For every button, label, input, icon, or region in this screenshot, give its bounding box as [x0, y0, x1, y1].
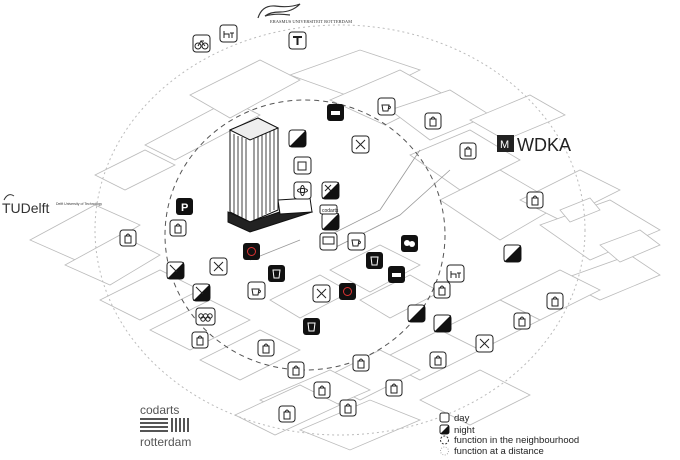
night-nightclub-icon: [321, 181, 340, 200]
shop-bag-icon: [429, 351, 447, 369]
night-club-icon: [388, 266, 405, 283]
shop-bag-icon: [191, 331, 209, 349]
legend-night-label: night: [454, 425, 475, 436]
shop-icons: [119, 112, 564, 423]
legend-night-swatch: [439, 424, 450, 435]
shop-bag-icon: [459, 142, 477, 160]
shop-bag-icon: [352, 354, 370, 372]
tudelft-logo: TUDelft Delft University of Technology: [2, 194, 102, 216]
restaurant-icon: [475, 334, 494, 353]
building-sign-icon: codarts: [319, 204, 339, 215]
shop-bag-icon: [119, 229, 137, 247]
shop-bag-icon: [424, 112, 442, 130]
cafe-table-icon: [446, 264, 465, 283]
coffee-cup-icon: [247, 281, 266, 300]
building-sign-label: codarts: [322, 208, 339, 214]
shop-bag-icon: [526, 191, 544, 209]
night-shop-icon: [407, 304, 426, 323]
tudelft-subtitle: Delft University of Technology: [56, 202, 102, 206]
legend-distance-label: function at a distance: [454, 446, 544, 457]
parking-icon: P: [176, 198, 193, 215]
night-cinema-icon: [321, 212, 340, 231]
theatre-masks-icon: [401, 235, 418, 252]
shop-bag-icon: [546, 292, 564, 310]
cafe-table-icon: [219, 24, 238, 43]
restaurant-icon: [312, 284, 331, 303]
night-restaurant-icon: [166, 261, 185, 280]
night-fireworks-icon: [243, 243, 260, 260]
night-shop-icon: [503, 244, 522, 263]
night-cafe-icon: [288, 129, 307, 148]
night-fireworks-icon: [339, 283, 356, 300]
erasmus-logo: ERASMUS UNIVERSITEIT ROTTERDAM: [257, 3, 352, 24]
shop-bag-icon: [339, 399, 357, 417]
shop-bag-icon: [169, 219, 187, 237]
shop-bag-icon: [385, 379, 403, 397]
coffee-cup-icon: [377, 97, 396, 116]
neighbourhood-ring: [164, 99, 446, 371]
shop-bag-icon: [433, 281, 451, 299]
map-outlines: [29, 49, 661, 451]
night-bar-icon: [303, 318, 320, 335]
codarts-city: rotterdam: [140, 435, 191, 449]
shop-bag-icon: [513, 312, 531, 330]
legend-day-swatch: [439, 412, 450, 423]
bike-icon: [192, 34, 211, 53]
atom-icon: [293, 181, 312, 200]
legend-neighbourhood-swatch: [440, 435, 449, 445]
codarts-wordmark: codarts: [140, 403, 179, 417]
book-icon: [293, 156, 312, 175]
screen-icon: [319, 232, 338, 251]
legend-neighbourhood-label: function in the neighbourhood: [454, 435, 579, 446]
night-shop-icon: [433, 314, 452, 333]
wdka-mark: M: [500, 139, 509, 151]
central-tower: [227, 117, 314, 233]
restaurant-icon: [351, 135, 370, 154]
legend-distance-swatch: [440, 446, 449, 456]
shop-bag-icon: [278, 405, 296, 423]
night-club-icon: [327, 104, 344, 121]
wdka-wordmark: WDKA: [517, 135, 571, 155]
restaurant-icon: [209, 257, 228, 276]
tram-stop-icon: [288, 31, 307, 50]
shop-bag-icon: [287, 361, 305, 379]
shop-bag-icon: [313, 381, 331, 399]
legend-day-label: day: [454, 413, 470, 424]
erasmus-subtitle: ERASMUS UNIVERSITEIT ROTTERDAM: [270, 19, 352, 24]
tudelft-wordmark: TUDelft: [2, 200, 50, 216]
sports-icon: [195, 307, 216, 326]
night-restaurant-icon: [192, 283, 211, 302]
legend: day night function in the neighbourhood …: [439, 412, 579, 457]
night-bar-icon: [366, 252, 383, 269]
coffee-cup-icon: [347, 232, 366, 251]
distance-ring: [94, 24, 586, 436]
wdka-logo: M WDKA: [497, 135, 571, 155]
svg-text:P: P: [181, 202, 188, 214]
shop-bag-icon: [257, 339, 275, 357]
codarts-logo: codarts rotterdam: [140, 403, 191, 449]
night-bar-icon: [268, 265, 285, 282]
